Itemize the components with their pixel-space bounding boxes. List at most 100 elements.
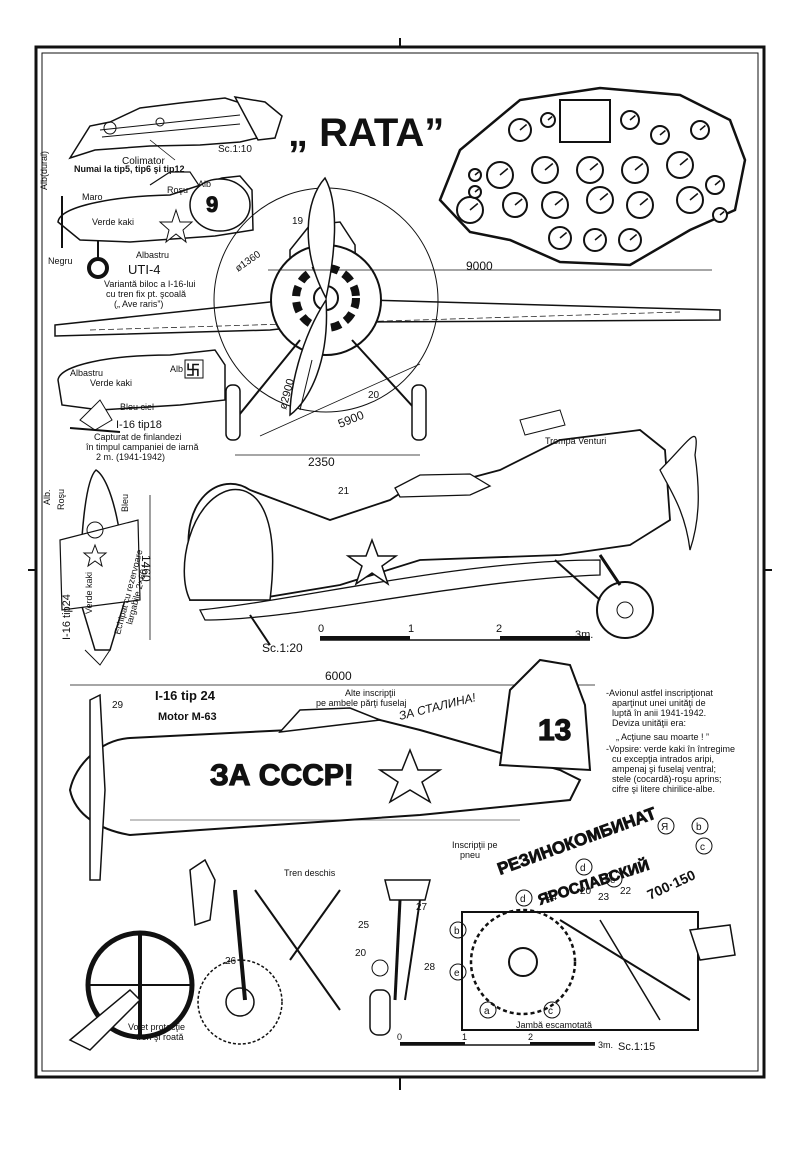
gear-scale: Sc.1:15 bbox=[618, 1041, 655, 1053]
underside-color-1: Roşu bbox=[56, 489, 66, 510]
side-star-icon bbox=[345, 537, 399, 586]
tire-letter-1: b bbox=[696, 822, 702, 833]
gauge-needle bbox=[719, 210, 725, 216]
callout-19: 19 bbox=[292, 216, 304, 227]
gunsight-label: Colimator bbox=[122, 156, 165, 167]
finnish-variant: 卐 Albastru Alb Verde kaki Bleu ciel I-16… bbox=[57, 349, 226, 462]
profile-marks-1: Alte inscripţii bbox=[345, 688, 396, 698]
profile-span: 6000 bbox=[325, 669, 352, 683]
finnish-color-3: Bleu ciel bbox=[120, 402, 154, 412]
note-8: ampenaj şi fuselaj ventral; bbox=[612, 764, 716, 774]
uti4-color-4: Verde kaki bbox=[92, 217, 134, 227]
flap-label-1: Volet protecţie bbox=[128, 1022, 185, 1032]
gauge-needle bbox=[629, 114, 636, 121]
underside-color-0: Alb. bbox=[42, 489, 52, 505]
gear-callout-8: 22 bbox=[620, 886, 632, 897]
gauge-needle bbox=[544, 162, 554, 171]
uti4-number: 9 bbox=[206, 192, 218, 217]
note-1: -Avionul astfel inscripţionat bbox=[606, 688, 713, 698]
underside-color-2: Bleu bbox=[120, 494, 130, 512]
gauge-needle bbox=[589, 162, 599, 171]
gauge-needle bbox=[679, 157, 689, 166]
gear-letter-1: b bbox=[454, 926, 460, 937]
gear-callout-0: 26 bbox=[225, 956, 237, 967]
panel-gauges bbox=[456, 110, 728, 252]
tire-letter-4: e bbox=[610, 875, 616, 886]
underside-view: Alb. Roşu Bleu I-16 tip24 Verde kaki Ech… bbox=[42, 469, 150, 666]
side-scale: Sc.1:20 bbox=[262, 641, 303, 655]
tire-letter-0: Я bbox=[661, 822, 668, 833]
side-view: 1460 21 Trompă Venturi Sc.1:20 0 1 2 3m. bbox=[139, 409, 699, 655]
side-wing bbox=[198, 559, 601, 621]
side-scale-tick-1: 1 bbox=[408, 623, 414, 635]
gear-callout-4: 28 bbox=[424, 962, 436, 973]
callout-21: 21 bbox=[338, 486, 350, 497]
profile-tail bbox=[498, 658, 592, 772]
uti4-color-1: Maro bbox=[82, 192, 103, 202]
gauge-needle bbox=[474, 188, 480, 193]
gear-callout-2: 25 bbox=[358, 920, 370, 931]
panel-switch-box bbox=[559, 99, 611, 143]
side-propeller bbox=[659, 435, 699, 551]
gunsight-note: Numai la tip5, tip6 şi tip12 bbox=[74, 164, 185, 174]
callout-20: 20 bbox=[368, 390, 380, 401]
gauge-needle bbox=[469, 202, 479, 211]
sheet-inner-border bbox=[41, 52, 759, 1072]
underside-label: Verde kaki bbox=[84, 572, 94, 614]
gear-letter-4: e bbox=[454, 968, 460, 979]
prop-blade-bottom bbox=[289, 297, 328, 417]
side-canopy bbox=[394, 473, 492, 498]
gauge-needle bbox=[547, 115, 553, 121]
side-scale-tick-0: 0 bbox=[318, 623, 324, 635]
retracted-wheel bbox=[469, 908, 577, 1016]
tire-label-1: Inscripţii pe bbox=[452, 840, 498, 850]
side-fuselage bbox=[187, 429, 671, 601]
uti4-star-icon bbox=[158, 208, 194, 244]
page-title: „ RATA” bbox=[288, 111, 444, 155]
profile-star-icon bbox=[377, 747, 443, 804]
uti4-color-2: Roşu bbox=[167, 185, 188, 195]
finnish-desc-2: în timpul campaniei de iarnă bbox=[85, 442, 199, 452]
gear-open-label: Tren deschis bbox=[284, 868, 336, 878]
gauge-needle bbox=[689, 192, 699, 201]
gauge-needle bbox=[499, 167, 509, 176]
finnish-swastika: 卐 bbox=[186, 362, 200, 378]
gauge-needle bbox=[554, 197, 564, 206]
gauge-needle bbox=[659, 129, 666, 136]
gear-callout-6: 20 bbox=[580, 886, 592, 897]
uti4-desc-3: („ Ave raris”) bbox=[114, 299, 163, 309]
tire-letter-3: d bbox=[580, 863, 586, 874]
dim-track: 2350 bbox=[308, 455, 335, 469]
side-tail bbox=[183, 488, 274, 601]
gear-scale-tick-2: 2 bbox=[528, 1032, 533, 1042]
right-wheel bbox=[411, 384, 427, 441]
gunsight-scale: Sc.1:10 bbox=[218, 144, 252, 155]
flap-label-2: tren şi roată bbox=[136, 1032, 184, 1042]
gear-callout-3: 27 bbox=[416, 902, 428, 913]
profile-view: 6000 ЗА СССР! 13 ЗА СТАЛИНА! I-16 tip 24… bbox=[68, 658, 595, 881]
tire-label-2: pneu bbox=[460, 850, 480, 860]
gear-scale-tick-0: 0 bbox=[397, 1032, 402, 1042]
front-view: 9000 ø1360 ø2900 5900 2350 19 20 bbox=[54, 176, 721, 469]
side-dim: 1460 bbox=[139, 555, 153, 582]
gauge-needle bbox=[514, 198, 523, 206]
note-3: luptă în anii 1941-1942. bbox=[612, 708, 706, 718]
left-wheel bbox=[225, 384, 241, 441]
side-wheel bbox=[596, 581, 654, 639]
profile-engine: Motor M-63 bbox=[158, 711, 217, 723]
gauge-needle bbox=[474, 171, 480, 176]
gauge-needle bbox=[599, 192, 609, 201]
dim-span: 9000 bbox=[466, 259, 493, 273]
note-4: Deviza unităţii era: bbox=[612, 718, 686, 728]
uti4-color-0: Alb(dural) bbox=[39, 151, 49, 190]
finnish-desc-1: Capturat de finlandezi bbox=[94, 432, 182, 442]
profile-marks-2: pe ambele părţi fuselaj bbox=[316, 698, 407, 708]
gear-callout-7: 23 bbox=[598, 892, 610, 903]
gunsight-detail: Colimator Sc.1:10 Numai la tip5, tip6 şi… bbox=[68, 96, 283, 174]
uti4-desc-2: cu tren fix pt. şcoală bbox=[106, 289, 186, 299]
gear-callout-5: 24 bbox=[546, 892, 558, 903]
profile-tail-number: 13 bbox=[538, 714, 571, 747]
underside-type: I-16 tip24 bbox=[61, 594, 73, 640]
note-10: cifre şi litere chirilice-albe. bbox=[612, 784, 715, 794]
